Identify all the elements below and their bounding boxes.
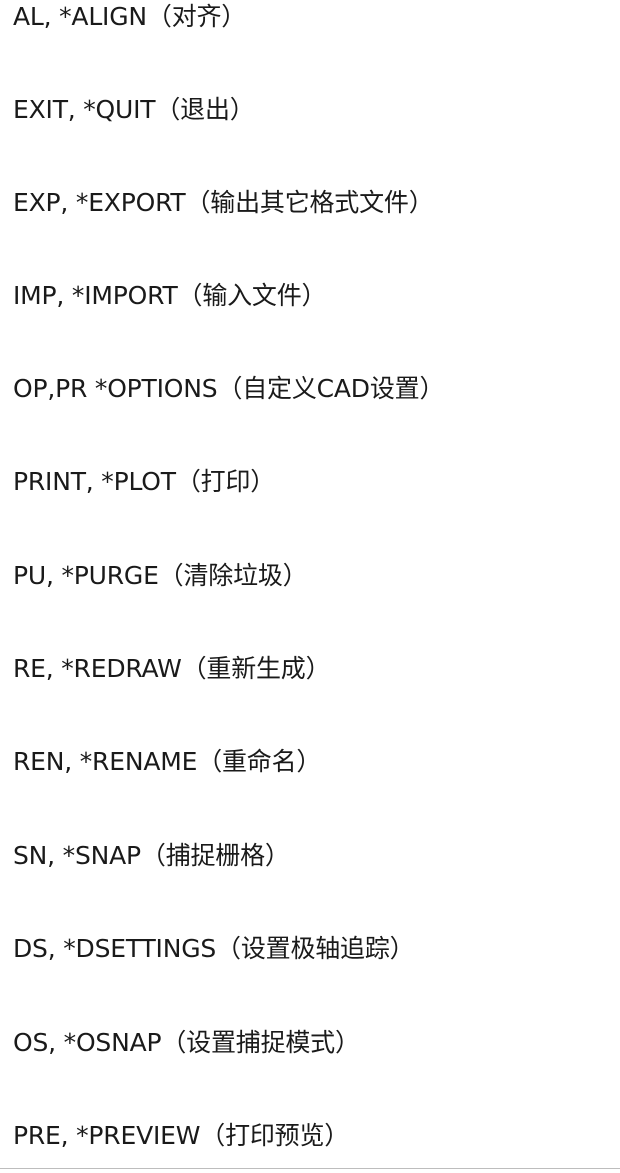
command-line: PRE, *PREVIEW（打印预览）: [13, 1121, 350, 1150]
command-line: EXIT, *QUIT（退出）: [13, 95, 255, 124]
command-line: PRINT, *PLOT（打印）: [13, 467, 276, 496]
command-line: SN, *SNAP（捕捉栅格）: [13, 841, 290, 870]
command-line: PU, *PURGE（清除垃圾）: [13, 561, 308, 590]
command-line: REN, *RENAME（重命名）: [13, 747, 322, 776]
command-line: OS, *OSNAP（设置捕捉模式）: [13, 1028, 360, 1057]
command-line: AL, *ALIGN（对齐）: [13, 2, 247, 31]
command-line: OP,PR *OPTIONS（自定义CAD设置）: [13, 374, 445, 403]
bottom-divider: [0, 1168, 620, 1169]
command-line: DS, *DSETTINGS（设置极轴追踪）: [13, 934, 415, 963]
command-line: EXP, *EXPORT（输出其它格式文件）: [13, 188, 434, 217]
command-line: RE, *REDRAW（重新生成）: [13, 654, 331, 683]
command-line: IMP, *IMPORT（输入文件）: [13, 281, 327, 310]
